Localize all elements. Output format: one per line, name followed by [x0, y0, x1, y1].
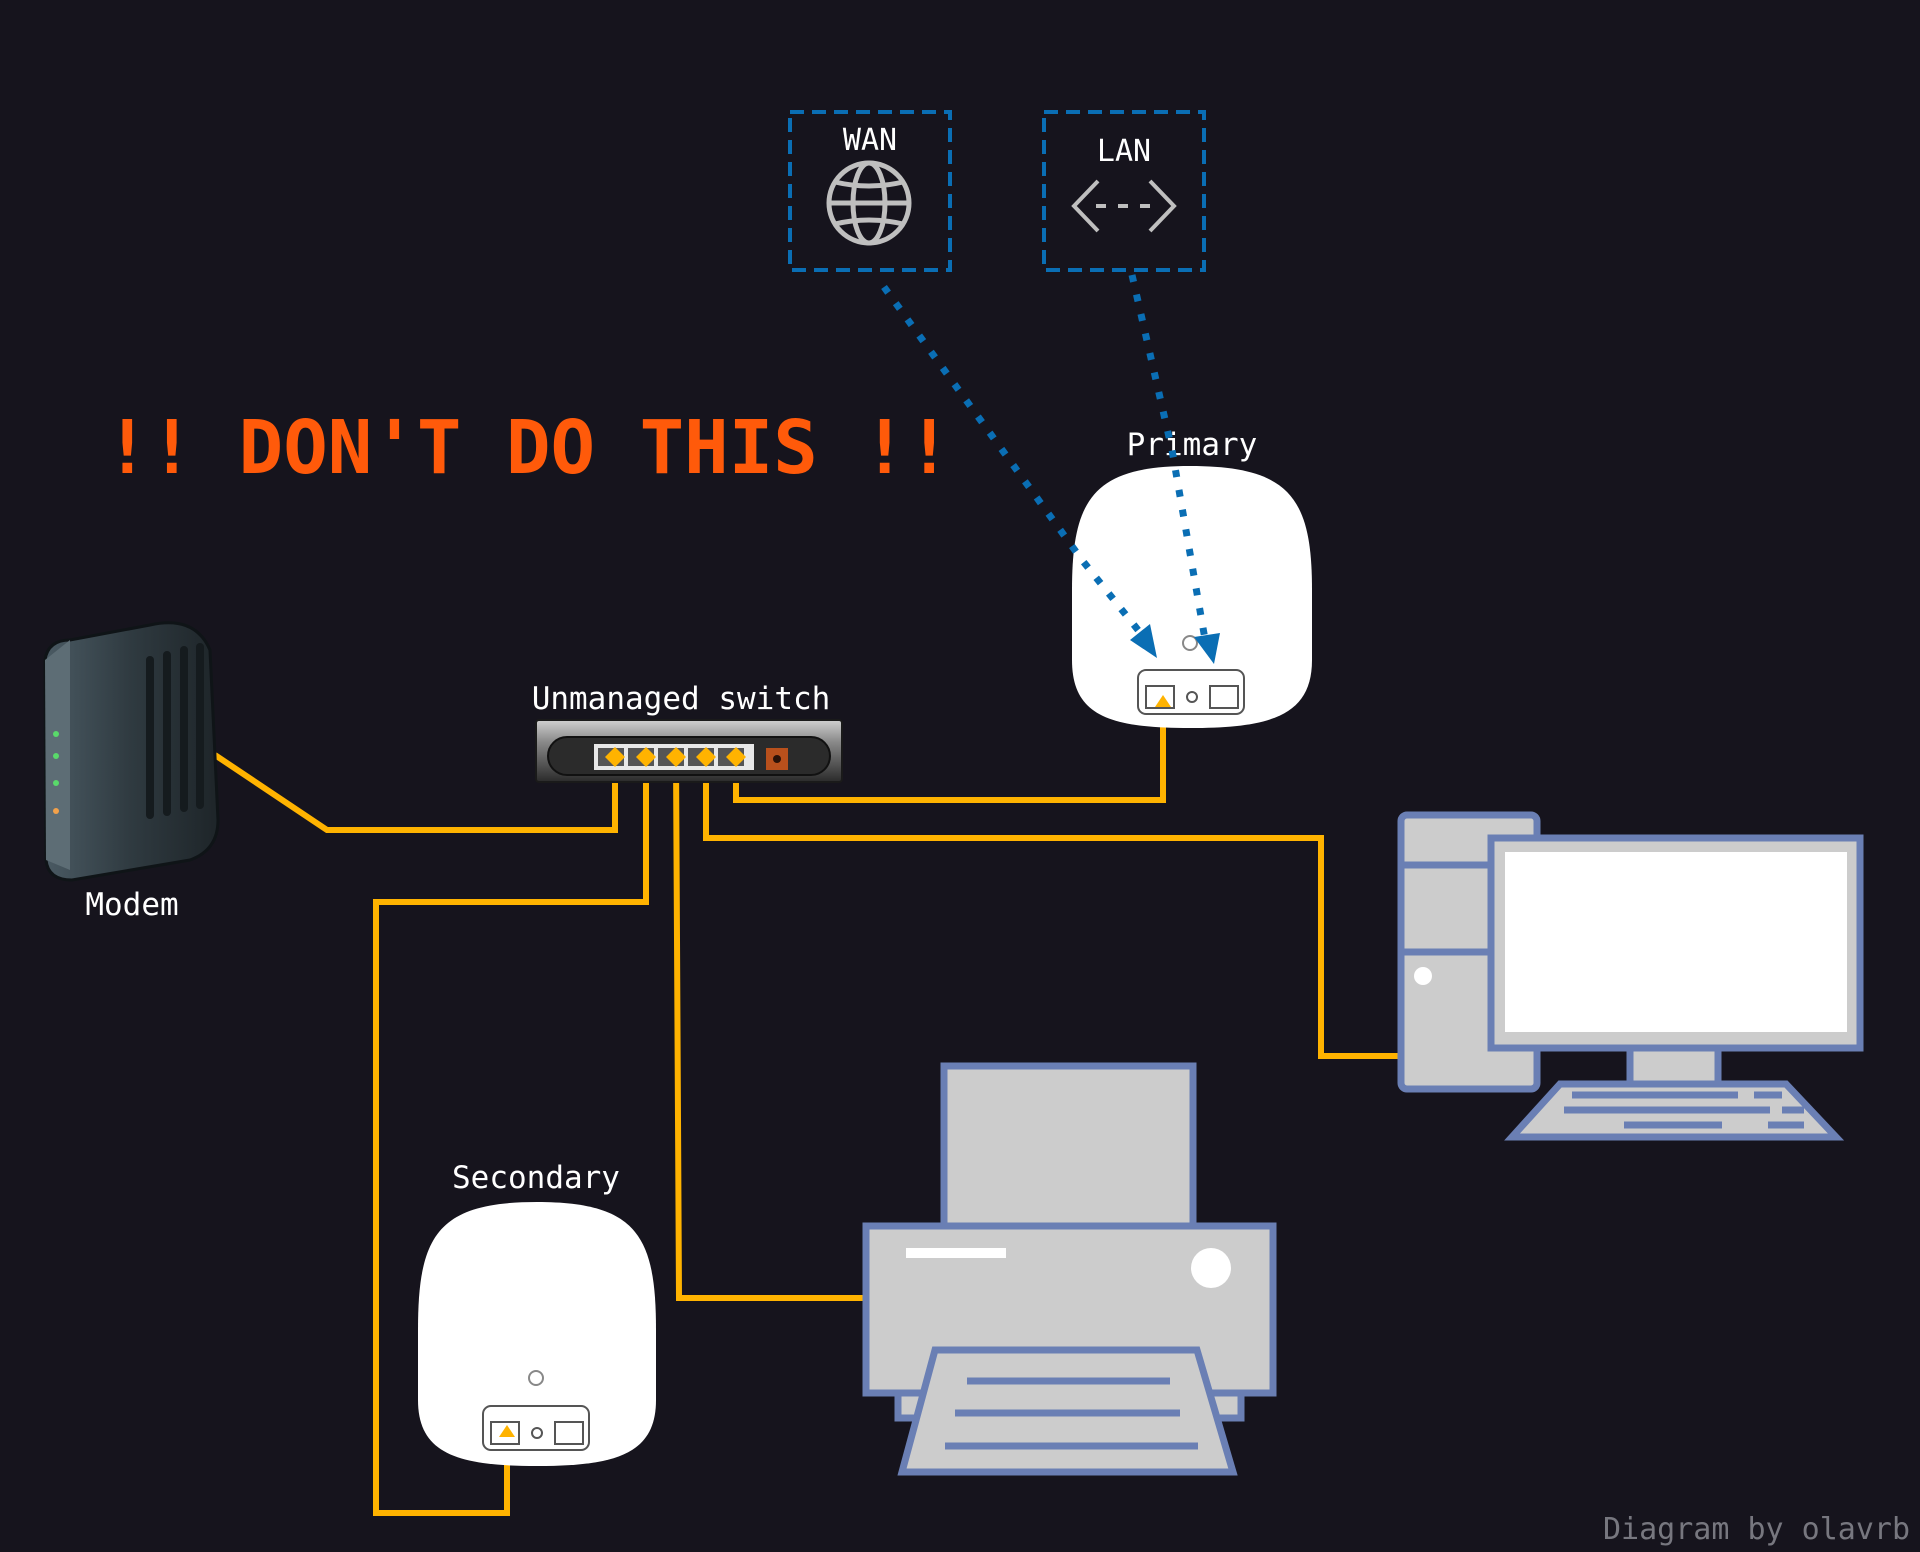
lan-label: LAN — [1097, 134, 1151, 169]
lan-legend-box — [1042, 110, 1206, 272]
wan-legend-box — [788, 110, 952, 272]
cable-modem-switch — [213, 752, 618, 833]
cable-switch-computer — [703, 760, 1400, 1059]
cable-switch-printer — [673, 759, 866, 1301]
cable-switch-secondary — [373, 760, 649, 1516]
modem-label: Modem — [85, 887, 178, 923]
printer — [862, 1062, 1277, 1476]
lan-port-icon — [554, 1421, 584, 1445]
unmanaged-switch — [535, 719, 843, 783]
primary-label: Primary — [1127, 427, 1258, 463]
modem — [43, 621, 220, 882]
lan-port-icon — [1209, 685, 1239, 709]
wan-label: WAN — [843, 123, 897, 158]
primary-router — [1072, 466, 1312, 728]
credit-text: Diagram by olavrb — [1603, 1512, 1910, 1547]
lan-arrow-icon — [1194, 633, 1220, 664]
brand-logo-icon — [528, 1370, 544, 1386]
wan-port-icon — [1145, 685, 1175, 709]
brand-logo-icon — [1182, 635, 1198, 651]
warning-title: !! DON'T DO THIS !! — [105, 405, 951, 491]
lan-legend: LAN — [1042, 110, 1206, 272]
wan-legend: WAN — [788, 110, 952, 272]
ethernet-arrows-icon — [1071, 179, 1177, 233]
switch-label: Unmanaged switch — [532, 681, 831, 717]
secondary-label: Secondary — [452, 1160, 620, 1196]
globe-icon — [826, 160, 912, 246]
desktop-computer — [1397, 811, 1864, 1141]
wan-arrow-icon — [1130, 624, 1157, 658]
wan-port-icon — [490, 1421, 520, 1445]
secondary-router — [418, 1202, 656, 1466]
